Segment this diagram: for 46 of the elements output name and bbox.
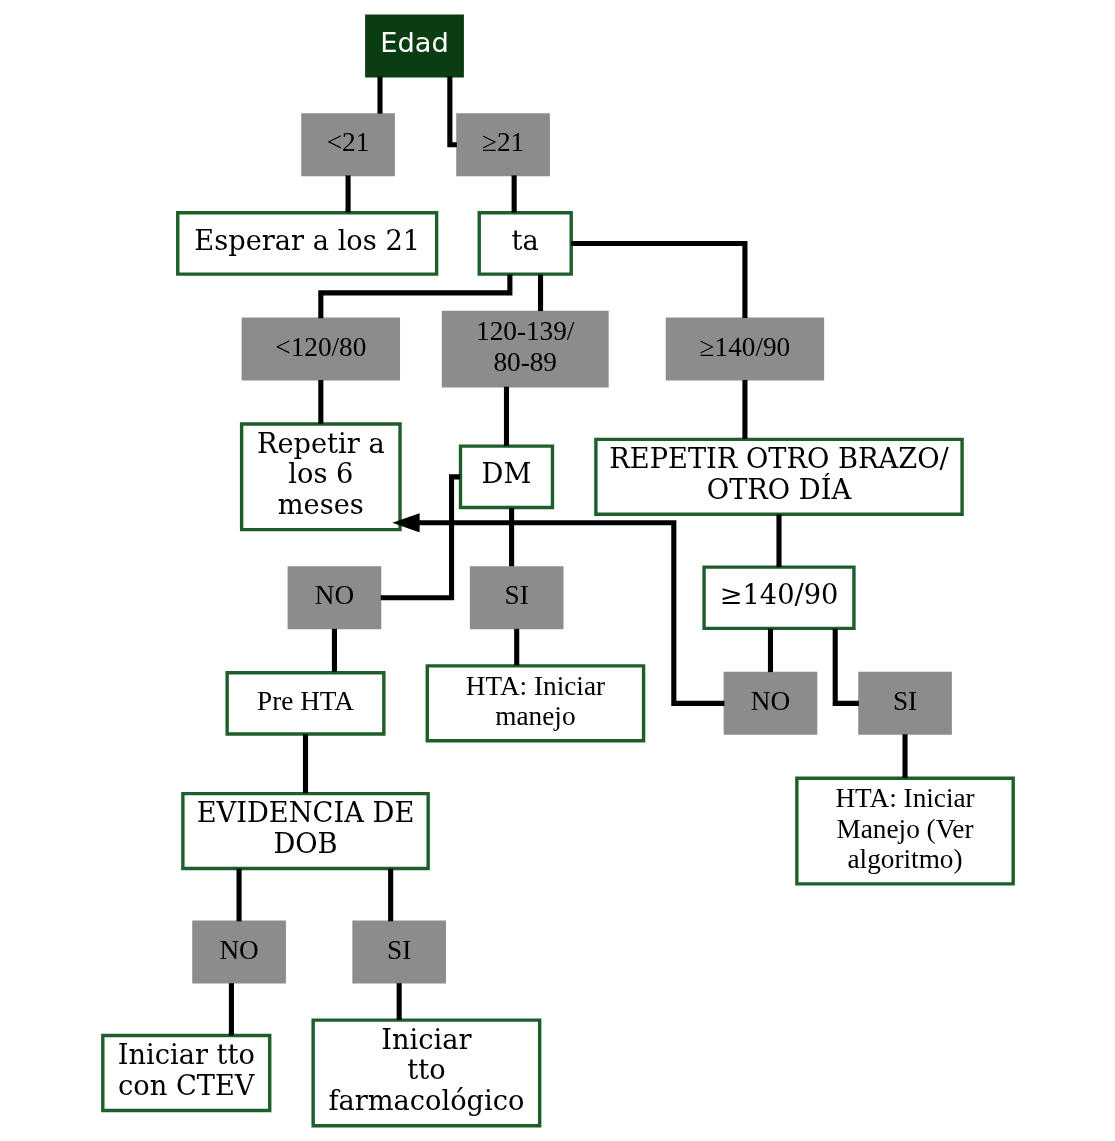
connector: [901, 734, 908, 778]
connector: [775, 514, 782, 568]
connector: [376, 76, 383, 114]
node-box: ≥21: [455, 113, 550, 177]
connector: [741, 380, 747, 439]
node-box: EVIDENCIA DE DOB: [180, 791, 430, 871]
node-box: Iniciar tto con CTEV: [100, 1033, 271, 1113]
node-box: DM: [458, 444, 554, 510]
connector: [331, 628, 337, 673]
connector: [387, 868, 393, 922]
node-box: Edad: [364, 14, 464, 78]
connector: [570, 240, 747, 318]
node-box: ta: [477, 211, 573, 276]
node-box: NO: [287, 566, 381, 630]
node-box: HTA: Iniciar manejo: [425, 664, 645, 743]
connector: [345, 175, 351, 213]
node-box: SI: [469, 566, 564, 630]
connector: [396, 983, 402, 1020]
node-box: NO: [723, 671, 817, 735]
connector: [511, 175, 517, 213]
arrow: [391, 513, 724, 706]
connector: [380, 474, 460, 601]
node-box: ≥140/90: [665, 317, 824, 381]
connector: [513, 628, 519, 666]
connector: [302, 734, 308, 794]
connector: [228, 983, 234, 1036]
node-box: <120/80: [241, 317, 400, 381]
connector: [446, 76, 457, 148]
node-box: HTA: Iniciar Manejo (Ver algoritmo): [794, 776, 1015, 886]
connector: [767, 628, 773, 673]
node-box: Iniciar tto farmacológico: [310, 1018, 541, 1128]
node-box: SI: [351, 920, 446, 984]
connector: [317, 380, 323, 424]
node-box: Esperar a los 21: [175, 211, 438, 276]
node-box: Repetir a los 6 meses: [239, 422, 402, 532]
node-box: SI: [857, 671, 952, 735]
node-box: 120-139/ 80-89: [441, 310, 609, 388]
node-box: REPETIR OTRO BRAZO/ OTRO DÍA: [593, 437, 964, 516]
node-box: <21: [300, 113, 395, 177]
connector: [508, 507, 514, 567]
connector: [503, 386, 509, 446]
node-box: ≥140/90: [701, 565, 856, 631]
node-box: NO: [191, 920, 286, 984]
connector: [537, 274, 543, 312]
connector: [236, 868, 242, 922]
node-box: Pre HTA: [224, 671, 386, 736]
